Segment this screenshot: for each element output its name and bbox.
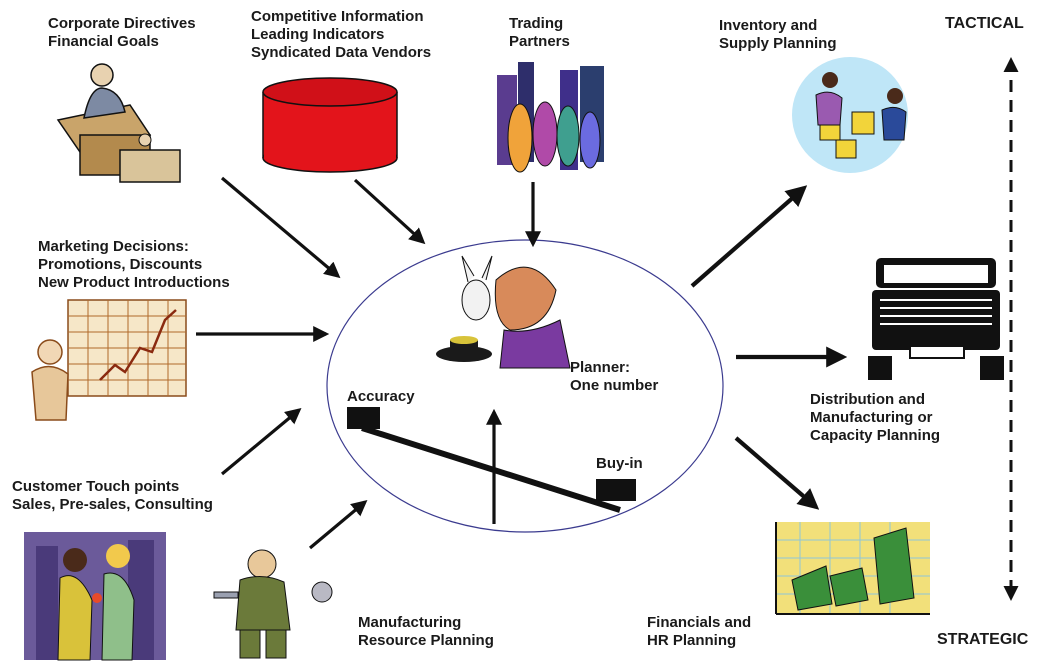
label-strategic: STRATEGIC <box>937 631 1028 649</box>
label-customer: Customer Touch points Sales, Pre-sales, … <box>12 478 213 514</box>
input-arrows <box>196 176 541 550</box>
output-arrows <box>690 185 848 510</box>
label-distribution-line: Manufacturing or <box>810 409 933 426</box>
label-financials-line: HR Planning <box>647 632 737 649</box>
arrow-manufacturing <box>308 499 368 550</box>
label-inventory-line: Inventory and <box>719 17 818 34</box>
label-marketing: Marketing Decisions: Promotions, Discoun… <box>38 238 230 292</box>
label-marketing-line: New Product Introductions <box>38 274 230 291</box>
handshake-icon <box>24 532 166 661</box>
label-customer-line: Customer Touch points <box>12 478 180 495</box>
label-planner: Planner: One number <box>570 359 658 395</box>
label-financials: Financials and HR Planning <box>647 614 751 650</box>
label-tactical: TACTICAL <box>945 15 1024 33</box>
label-planner-line: One number <box>570 377 659 394</box>
arrow-inventory <box>690 185 808 288</box>
label-competitive: Competitive Information Leading Indicato… <box>251 8 431 62</box>
label-financials-line: Financials and <box>647 614 752 631</box>
trend-chart-presenter-icon <box>31 299 187 421</box>
label-competitive-line: Leading Indicators <box>251 26 385 43</box>
arrow-corporate <box>220 176 341 279</box>
money-bar-chart-icon <box>775 522 930 615</box>
label-manufacturing-line: Manufacturing <box>358 614 462 631</box>
label-trading-line: Partners <box>509 33 570 50</box>
label-competitive-line: Competitive Information <box>251 8 424 25</box>
magician-planner-icon <box>436 255 571 369</box>
label-corporate: Corporate Directives Financial Goals <box>48 15 196 51</box>
label-manufacturing: Manufacturing Resource Planning <box>358 614 494 650</box>
label-manufacturing-line: Resource Planning <box>358 632 494 649</box>
label-corporate-line: Corporate Directives <box>48 15 196 32</box>
accuracy-buyin-balance <box>347 407 636 513</box>
arrow-financials <box>734 436 820 510</box>
label-corporate-line: Financial Goals <box>48 33 159 50</box>
arrow-competitive <box>353 178 426 245</box>
executive-desk-icon <box>56 63 181 183</box>
label-inventory-line: Supply Planning <box>719 35 837 52</box>
city-people-icon <box>497 62 604 173</box>
label-marketing-line: Marketing Decisions: <box>38 238 189 255</box>
label-distribution-line: Capacity Planning <box>810 427 941 444</box>
label-distribution-line: Distribution and <box>810 391 925 408</box>
accuracy-weight <box>347 407 380 429</box>
label-trading-line: Trading <box>509 15 564 32</box>
label-buyin: Buy-in <box>596 455 643 473</box>
label-planner-line: Planner: <box>570 359 631 376</box>
warehouse-workers-icon <box>792 57 908 173</box>
database-cylinder-icon <box>262 77 398 173</box>
label-customer-line: Sales, Pre-sales, Consulting <box>12 496 213 513</box>
label-trading: Trading Partners <box>509 15 570 51</box>
label-distribution: Distribution and Manufacturing or Capaci… <box>810 391 940 445</box>
label-tactical-text: TACTICAL <box>945 15 1024 32</box>
label-inventory: Inventory and Supply Planning <box>719 17 837 53</box>
arrow-customer <box>220 407 302 476</box>
label-strategic-text: STRATEGIC <box>937 631 1029 648</box>
buyin-weight <box>596 479 636 501</box>
mechanic-icon <box>213 549 333 659</box>
label-accuracy: Accuracy <box>347 388 415 406</box>
truck-icon <box>868 258 1004 380</box>
label-accuracy-text: Accuracy <box>347 388 415 405</box>
label-competitive-line: Syndicated Data Vendors <box>251 44 432 61</box>
label-buyin-text: Buy-in <box>596 455 643 472</box>
label-marketing-line: Promotions, Discounts <box>38 256 203 273</box>
